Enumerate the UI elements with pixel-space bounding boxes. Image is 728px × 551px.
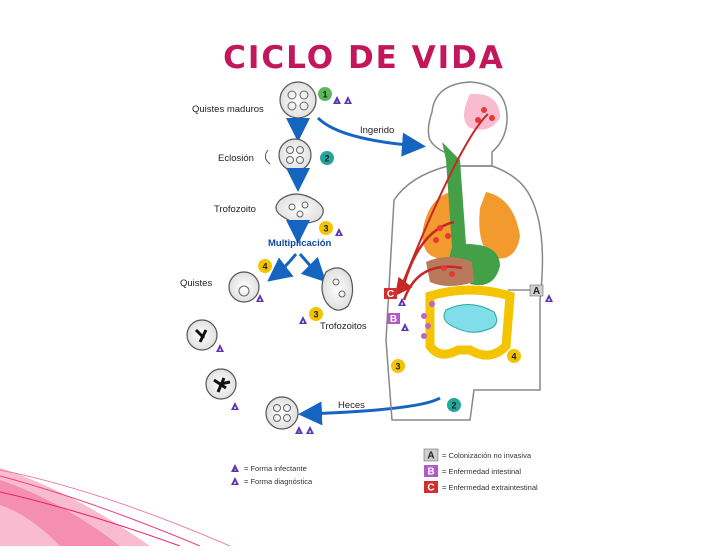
legend-text-a: = Colonización no invasiva [442,451,532,460]
svg-text:A: A [427,451,434,462]
svg-text:C: C [427,483,434,494]
encysting-cyst-2-icon: d [205,368,239,410]
svg-text:3: 3 [323,224,328,234]
svg-text:i: i [336,99,337,104]
svg-text:d: d [347,99,350,104]
decorative-ribbon [0,468,231,547]
svg-text:d: d [302,319,305,324]
multiplying-trophozoite-icon [321,267,354,311]
svg-text:B: B [390,314,397,325]
svg-text:d: d [338,231,341,236]
encysting-cyst-1-icon: d [186,319,224,352]
svg-text:C: C [387,289,394,300]
stage-3-badge-top: 3 d [319,221,343,236]
svg-text:d: d [548,297,551,302]
arrow-heces [298,396,441,426]
legend-diagnostica: = Forma diagnóstica [244,477,313,486]
svg-text:4: 4 [262,262,267,272]
arrow-split-left [267,253,298,282]
label-multiplicacion: Multiplicación [268,238,332,249]
label-quistes-maduros: Quistes maduros [192,104,264,115]
body-badge-2: 2 [447,398,461,412]
stage-3-badge-mid: 3 d [299,307,323,324]
svg-text:2: 2 [451,401,456,411]
legend-box-c [424,481,438,493]
human-body-icon [385,81,544,421]
body-letter-a: A d [508,284,553,302]
svg-text:1: 1 [322,90,327,100]
arrow-split-right [298,253,327,283]
stage-2-badge: 2 [320,151,334,165]
label-heces: Heces [338,400,365,411]
svg-text:d: d [259,297,262,302]
label-ingerido: Ingerido [360,125,394,136]
legend-left: i = Forma infectante d = Forma diagnósti… [231,464,313,486]
svg-text:d: d [234,480,237,485]
svg-text:d: d [404,326,407,331]
body-letter-c: C d [384,288,406,306]
stage-4-badge-left: 4 [258,259,272,273]
svg-text:d: d [234,405,237,410]
mature-cyst-icon [279,81,317,119]
svg-text:i: i [298,429,299,434]
svg-text:d: d [219,347,222,352]
label-quistes: Quistes [180,278,212,289]
hatching-cyst-icon [264,138,312,172]
svg-text:i: i [234,467,235,472]
svg-text:d: d [401,301,404,306]
legend-infectante: = Forma infectante [244,464,307,473]
legend-box-a [423,448,439,462]
legend-text-b: = Enfermedad intestinal [442,467,521,476]
svg-text:4: 4 [511,352,516,362]
trophozoite-icon [275,193,324,225]
legend-text-c: = Enfermedad extraintestinal [442,483,538,492]
mature-cyst-bottom-icon: i d [265,396,314,434]
label-trofozoitos: Trofozoitos [320,321,367,332]
svg-text:2: 2 [324,154,329,164]
label-eclosion: Eclosión [218,153,254,164]
svg-text:3: 3 [313,310,318,320]
stage-1-badge: 1 [318,87,332,101]
legend-box-b [424,465,438,477]
body-badge-4: 4 [507,349,521,363]
cyst-icon: d [228,271,264,303]
arrow-ingerido [316,116,426,157]
svg-text:A: A [533,286,540,297]
body-letter-b: B d [387,313,409,331]
svg-text:B: B [427,467,434,478]
infective-marker-icon: i d [333,96,352,104]
label-trofozoito: Trofozoito [214,204,256,215]
body-badge-3: 3 [391,359,405,373]
legend-right: A = Colonización no invasiva B = Enferme… [423,448,538,494]
svg-text:3: 3 [395,362,400,372]
page-title: CICLO DE VIDA [223,40,505,76]
svg-text:d: d [309,429,312,434]
